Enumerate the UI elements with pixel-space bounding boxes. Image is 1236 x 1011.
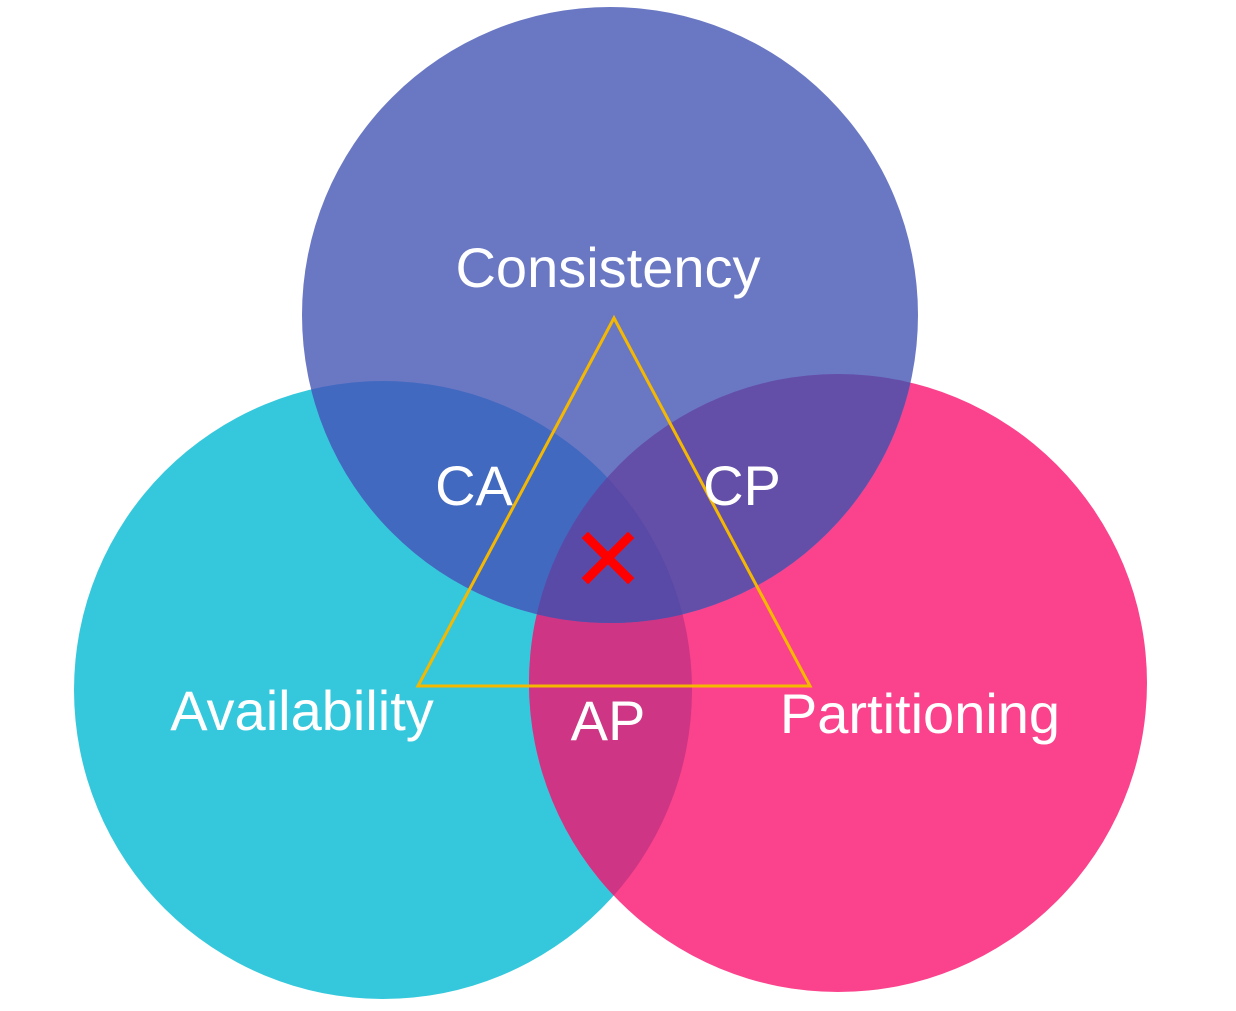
partitioning-label: Partitioning bbox=[780, 682, 1060, 745]
ap-label: AP bbox=[571, 689, 646, 752]
ca-label: CA bbox=[435, 454, 513, 517]
consistency-label: Consistency bbox=[455, 236, 760, 299]
cross-icon bbox=[581, 531, 635, 585]
cp-label: CP bbox=[703, 454, 781, 517]
availability-label: Availability bbox=[170, 679, 434, 742]
cap-triangle bbox=[415, 314, 813, 688]
ca-intersection bbox=[302, 381, 692, 623]
cp-intersection bbox=[529, 374, 918, 623]
